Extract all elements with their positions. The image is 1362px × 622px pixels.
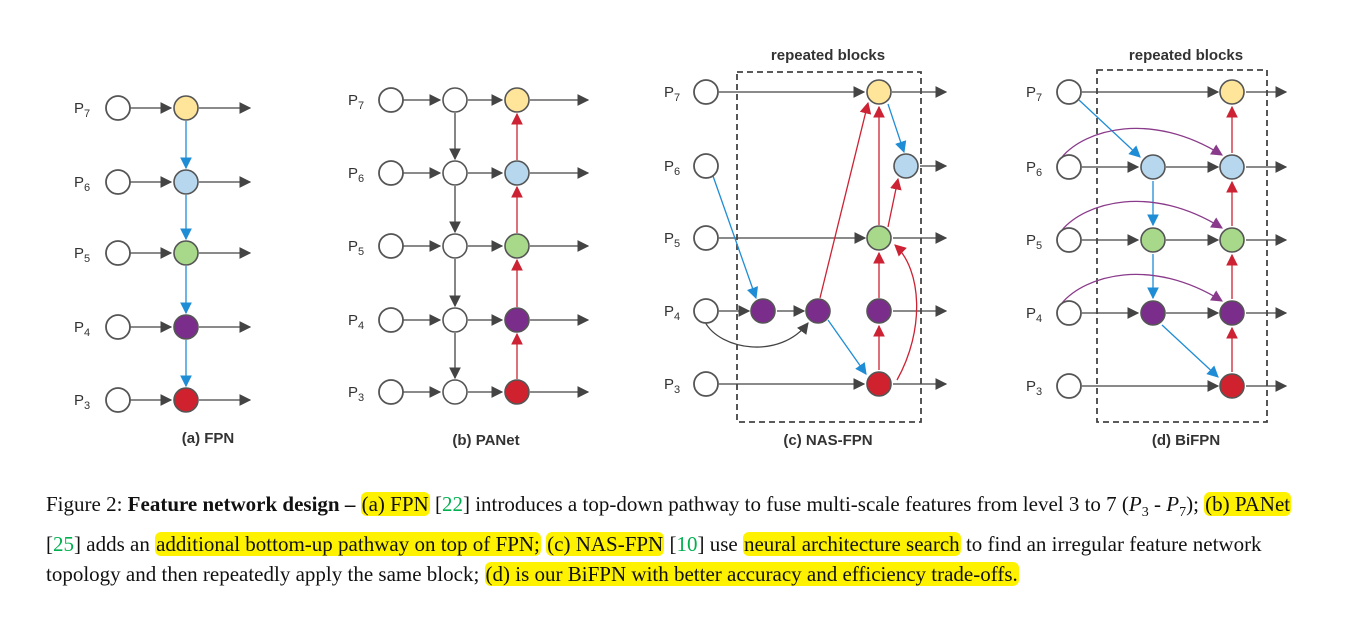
panel-label-fpn: (a) FPN: [182, 430, 235, 447]
feature-nodes: [1140, 79, 1245, 399]
input-nodes: [378, 87, 404, 405]
repeated-blocks-label: repeated blocks: [1129, 47, 1243, 64]
figure-number: Figure 2:: [46, 492, 123, 516]
level-label-p3: P3: [1026, 378, 1042, 398]
edges: [1061, 86, 1288, 392]
panel-nas-fpn: repeated blocks: [664, 47, 948, 449]
repeated-block-box: [1096, 69, 1268, 423]
level-label-p5: P5: [348, 238, 364, 258]
hl-nas: neural architecture search: [742, 531, 961, 556]
hl-panet: (b) PANet: [1204, 492, 1292, 516]
citation-link[interactable]: 25: [53, 531, 74, 556]
level-label-p6: P6: [1026, 159, 1042, 179]
level-label-p4: P4: [664, 303, 680, 323]
panel-label-nas-fpn: (c) NAS-FPN: [783, 432, 872, 449]
input-nodes: [1056, 79, 1082, 399]
level-label-p5: P5: [74, 245, 90, 265]
level-label-p3: P3: [664, 376, 680, 396]
panel-bifpn: repeated blocks: [1026, 47, 1288, 449]
level-label-p3: P3: [348, 384, 364, 404]
hl-bifpn: (d) is our BiFPN with better accuracy an…: [484, 562, 1019, 587]
intermediate-nodes: [442, 87, 468, 405]
repeated-block-box: [736, 71, 922, 423]
level-label-p6: P6: [74, 174, 90, 194]
caption-title: Feature network design –: [127, 492, 356, 516]
hl-fpn: (a) FPN: [360, 492, 430, 516]
level-label-p4: P4: [74, 319, 90, 339]
input-nodes: [693, 79, 719, 397]
panel-label-bifpn: (d) BiFPN: [1152, 432, 1220, 449]
hl-bottom-up: additional bottom-up pathway on top of F…: [155, 531, 541, 556]
level-label-p6: P6: [664, 158, 680, 178]
level-label-p3: P3: [74, 392, 90, 412]
repeated-blocks-label: repeated blocks: [771, 47, 885, 64]
level-label-p7: P7: [1026, 84, 1042, 104]
feature-nodes: [750, 79, 919, 397]
level-label-p7: P7: [74, 100, 90, 120]
citation-link[interactable]: 22: [441, 492, 463, 516]
edges: [403, 94, 590, 398]
level-label-p5: P5: [1026, 232, 1042, 252]
citation-link[interactable]: 10: [676, 531, 698, 556]
level-label-p4: P4: [1026, 305, 1042, 325]
panel-fpn: P7 P6 P5 P4 P3 (a) FPN: [74, 95, 252, 447]
figure-caption: Figure 2: Feature network design – (a) F…: [46, 492, 1292, 587]
feature-network-figure: P7 P6 P5 P4 P3 (a) FPN: [74, 47, 1288, 449]
level-label-p4: P4: [348, 312, 364, 332]
panel-panet: P7 P6 P5 P4 P3 (b) PANet: [348, 87, 590, 449]
level-label-p6: P6: [348, 165, 364, 185]
level-label-p5: P5: [664, 230, 680, 250]
input-nodes: [105, 95, 131, 413]
panel-label-panet: (b) PANet: [452, 432, 519, 449]
edges: [704, 86, 948, 390]
feature-nodes: [504, 87, 530, 405]
level-label-p7: P7: [348, 92, 364, 112]
feature-nodes: [173, 95, 199, 413]
hl-nas-fpn: (c) NAS-FPN: [546, 531, 665, 556]
level-label-p7: P7: [664, 84, 680, 104]
edges: [130, 102, 252, 406]
